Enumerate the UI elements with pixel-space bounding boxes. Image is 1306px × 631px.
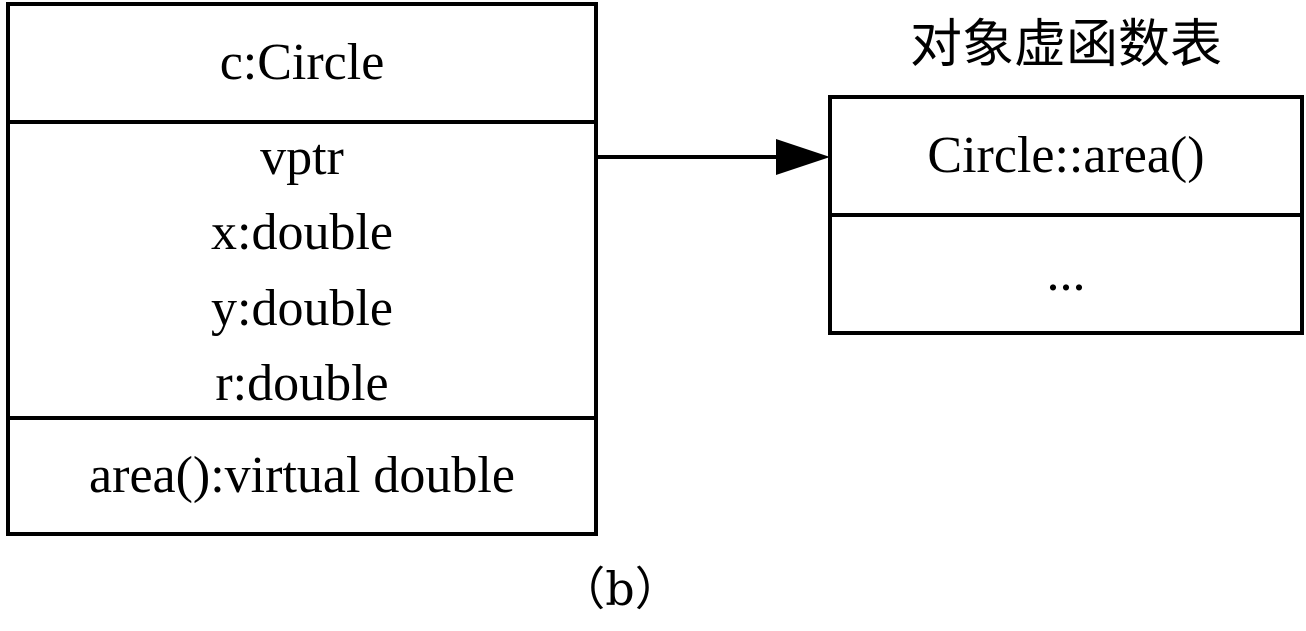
vtable-entry-ellipsis: ...	[832, 217, 1300, 331]
method-area: area():virtual double	[89, 447, 515, 504]
object-box: c:Circle vptr x:double y:double r:double…	[6, 2, 598, 536]
field-r: r:double	[215, 354, 389, 412]
field-vptr: vptr	[260, 129, 344, 186]
object-fields-section: vptr x:double y:double r:double	[10, 124, 594, 420]
field-x: x:double	[211, 204, 393, 262]
object-title-section: c:Circle	[10, 6, 594, 124]
vtable-entry-area-label: Circle::area()	[927, 127, 1205, 184]
vtable-box: Circle::area() ...	[828, 95, 1304, 335]
object-title: c:Circle	[219, 34, 385, 91]
vtable-entry-ellipsis-label: ...	[1046, 245, 1086, 302]
field-y: y:double	[211, 279, 393, 337]
object-methods-section: area():virtual double	[10, 420, 594, 532]
figure-caption: （b）	[559, 562, 681, 616]
arrow-head	[776, 139, 830, 175]
vtable-entry-area: Circle::area()	[832, 99, 1300, 217]
vtable-title: 对象虚函数表	[909, 15, 1222, 75]
